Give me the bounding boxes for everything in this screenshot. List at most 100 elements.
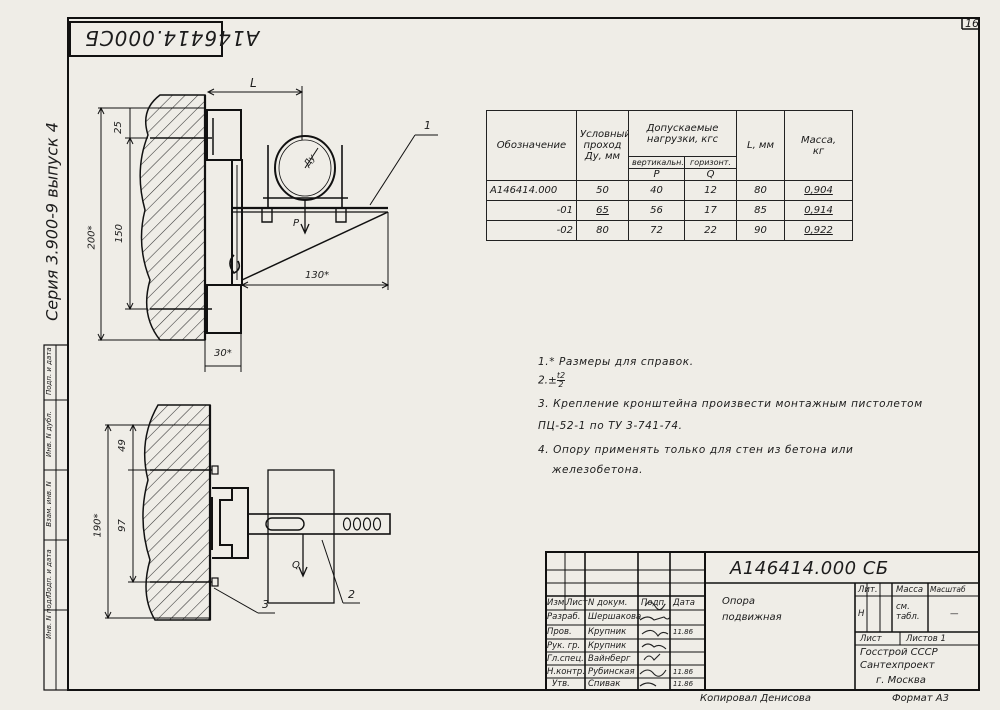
series-label: Серия 3.900-9 выпуск 4 (42, 122, 62, 321)
side-col-podp: Подп. и дата (45, 549, 53, 597)
tb-scale-label: Масштаб (930, 585, 966, 594)
row-p: 56 (628, 200, 685, 221)
sheet-corner-number: 16 (965, 17, 979, 30)
tb-lit-value: Н (858, 609, 865, 619)
header-loads: Допускаемые нагрузки, кгс (627, 110, 738, 157)
tb-mass-value: см. табл. (896, 602, 920, 622)
row-dy: 50 (576, 180, 629, 201)
header-mass: Масса, кг (784, 110, 854, 181)
header-horizontal: горизонт. (683, 156, 738, 169)
tb-person: Крупник (588, 641, 627, 651)
note-4-line2: железобетона. (552, 464, 644, 476)
tb-col-podp: Подп. (641, 598, 667, 608)
header-L: L, мм (736, 110, 786, 181)
side-col-vzam: Взам. инв. N (45, 481, 53, 527)
row-designation: A146414.000 (486, 180, 577, 201)
header-Q: Q (683, 168, 738, 181)
row-l: 80 (736, 180, 786, 201)
header-mass-line1: Масса, (800, 134, 837, 146)
callout-3: 3 (262, 598, 269, 611)
table-row: -02 80 72 22 90 0,922 (486, 220, 854, 241)
row-p: 72 (628, 220, 685, 241)
tb-role: Разраб. (547, 612, 581, 622)
tb-col-izm: Изм. (547, 598, 567, 608)
note-4-line1: 4. Опору применять только для стен из бе… (538, 444, 854, 456)
header-loads-line1: Допускаемые (646, 122, 719, 134)
spec-pq-row: P Q (487, 168, 853, 181)
row-l: 90 (736, 220, 786, 241)
row-mass: 0,922 (784, 220, 854, 241)
tb-person: Шершакова (588, 612, 642, 622)
header-nominal-line2: проход (583, 140, 622, 151)
dim-200-label: 200* (86, 225, 98, 250)
table-row: -01 65 56 17 85 0,914 (486, 200, 854, 221)
tb-org-3: г. Москва (876, 675, 926, 686)
header-nominal: Условный проход Ду, мм (576, 110, 629, 181)
dim-L-label: L (250, 76, 257, 90)
note-2-pm: ± (548, 374, 557, 387)
tb-date: 11.86 (673, 680, 694, 688)
tb-person: Вайнберг (588, 654, 631, 664)
title-block-code: A146414.000 СБ (730, 558, 889, 579)
tb-col-data: Дата (673, 598, 696, 608)
note-3-line2: ПЦ-52-1 по ТУ 3-741-74. (538, 420, 683, 432)
tb-sheet-label: Лист (860, 634, 882, 644)
header-vertical: вертикальн. (628, 156, 685, 169)
header-nominal-line3: Ду, мм (584, 151, 621, 162)
tb-person: Спивак (588, 679, 621, 689)
row-l: 85 (736, 200, 786, 221)
side-col-dubl: Инв. N дубл. (45, 411, 53, 457)
note-3-line1: 3. Крепление кронштейна произвести монта… (538, 398, 923, 410)
header-mass-line2: кг (812, 145, 825, 157)
row-mass: 0,914 (784, 200, 854, 221)
tb-date: 11.86 (673, 668, 694, 676)
note-1: 1.* Размеры для справок. (538, 356, 694, 368)
footer-format: Формат А3 (892, 693, 949, 704)
note-2-den: 2 (558, 380, 564, 389)
dim-130-label: 130* (305, 270, 330, 281)
tb-col-ndok: N докум. (588, 598, 628, 608)
dim-30-label: 30* (214, 348, 232, 359)
title-block-name-1: Опора (722, 596, 756, 607)
side-col-podp-2: Подп. и дата (45, 347, 53, 395)
tb-role: Гл.спец. (547, 654, 584, 664)
row-designation: -02 (486, 220, 577, 241)
tb-org-1: Госстрой СССР (860, 647, 938, 658)
tb-role: Пров. (547, 627, 572, 637)
footer-copied: Копировал Денисова (700, 693, 811, 704)
tb-scale-value: — (950, 609, 959, 619)
note-2-prefix: 2. (538, 374, 549, 387)
row-mass: 0,904 (784, 180, 854, 201)
tb-mass-label: Масса (896, 585, 924, 595)
table-row: A146414.000 50 40 12 80 0,904 (486, 180, 854, 201)
row-designation: -01 (486, 200, 577, 221)
spec-header-row: Обозначение Условный проход Ду, мм Допус… (486, 110, 854, 181)
tb-org-2: Сантехпроект (860, 660, 935, 671)
dim-49-label: 49 (116, 439, 128, 452)
dim-190-label: 190* (92, 513, 104, 538)
tb-role: Утв. (552, 679, 570, 689)
row-q: 12 (683, 180, 738, 201)
title-block-name-2: подвижная (722, 612, 782, 623)
header-designation: Обозначение (486, 110, 577, 181)
spec-table: Обозначение Условный проход Ду, мм Допус… (486, 110, 854, 241)
tb-person: Рубинская (588, 667, 635, 677)
tb-role: Рук. гр. (547, 641, 581, 651)
dim-150-label: 150 (114, 223, 126, 244)
load-P-label: P (293, 218, 300, 229)
tb-col-list: Лист (566, 598, 588, 608)
tb-role: Н.контр. (547, 667, 586, 677)
callout-2: 2 (348, 588, 355, 601)
row-p: 40 (628, 180, 685, 201)
side-col-inv-podl: Инв. N подл. (45, 592, 53, 639)
row-dy: 65 (576, 200, 629, 221)
tb-lit-label: Лит. (858, 585, 878, 595)
row-q: 22 (683, 220, 738, 241)
note-2-num: t2 (556, 371, 566, 381)
row-dy: 80 (576, 220, 629, 241)
header-loads-line2: нагрузки, кгс (646, 133, 719, 145)
